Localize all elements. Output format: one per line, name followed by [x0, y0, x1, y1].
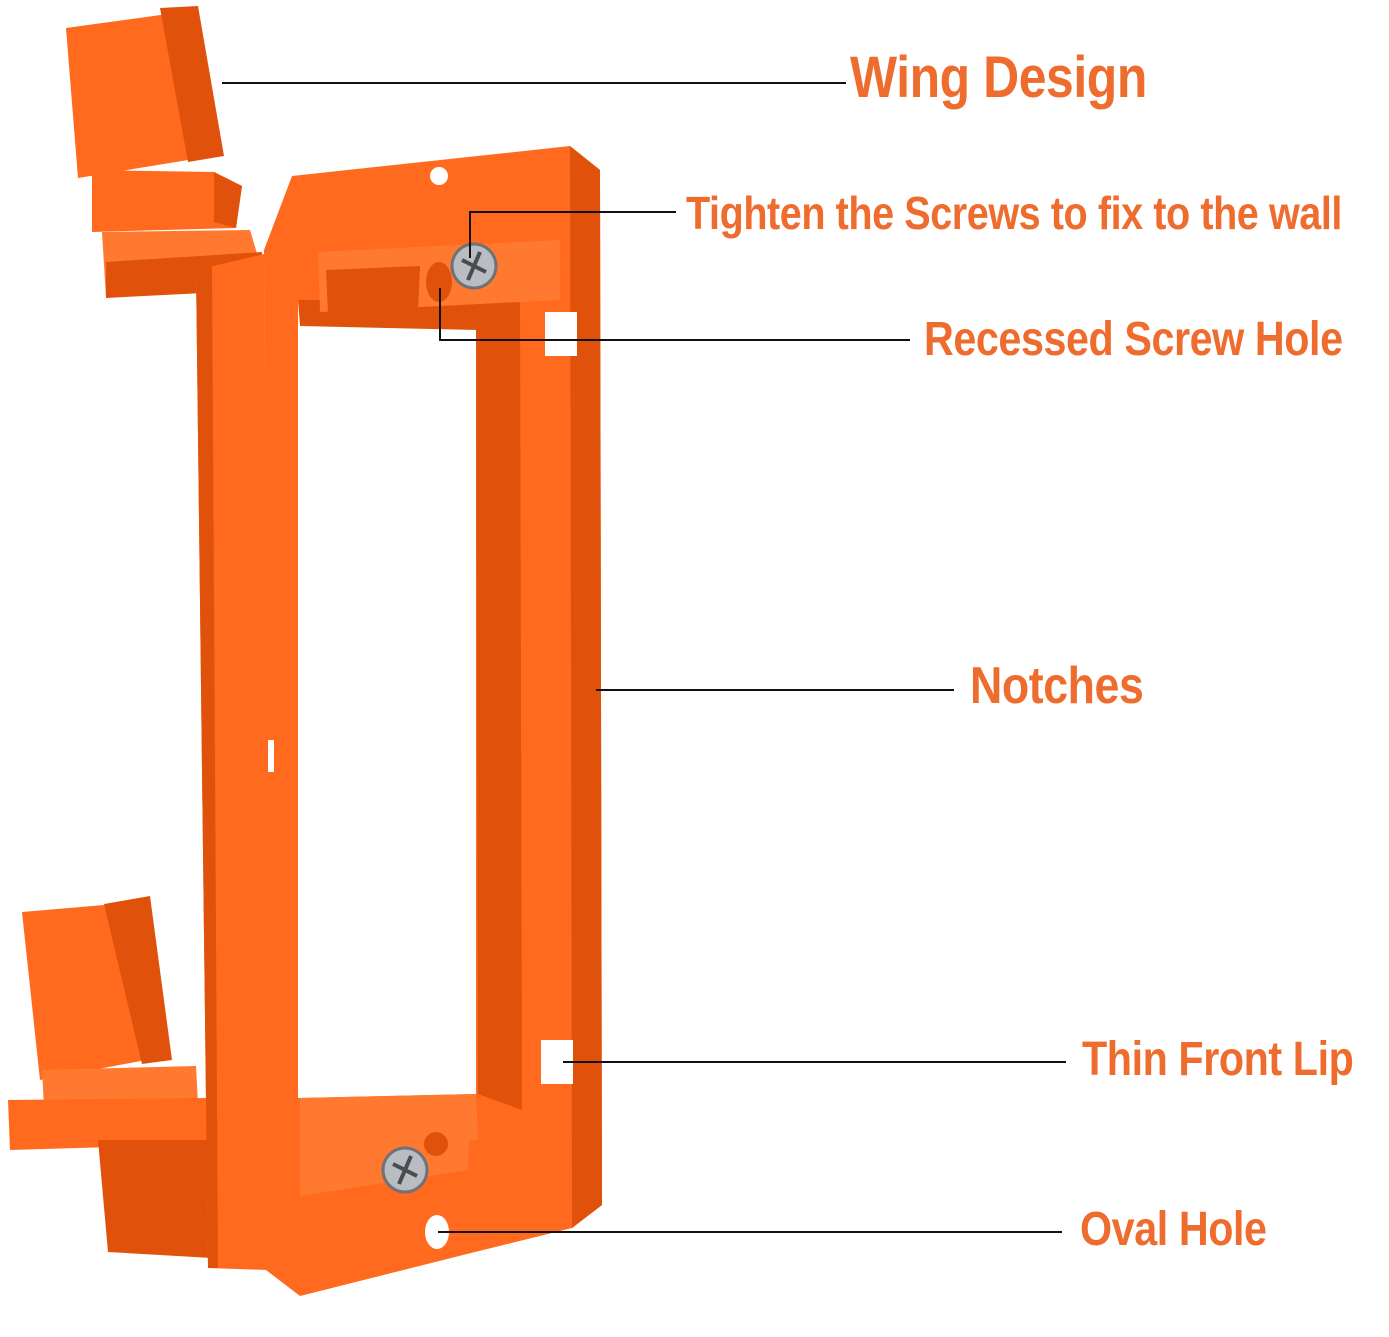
callout-notches: Notches	[970, 657, 1144, 715]
callout-tighten-screws: Tighten the Screws to fix to the wall	[686, 187, 1342, 239]
callout-oval-hole: Oval Hole	[1080, 1203, 1267, 1256]
upper-wing	[66, 6, 262, 298]
leader-lines	[222, 82, 1066, 1233]
callout-wing-design: Wing Design	[850, 45, 1147, 110]
callout-recessed-screw-hole: Recessed Screw Hole	[924, 313, 1343, 366]
callout-thin-front-lip: Thin Front Lip	[1082, 1033, 1354, 1086]
oval-hole	[425, 1215, 449, 1249]
recessed-screw-hole	[426, 262, 452, 302]
upper-lip-slot	[545, 312, 577, 356]
